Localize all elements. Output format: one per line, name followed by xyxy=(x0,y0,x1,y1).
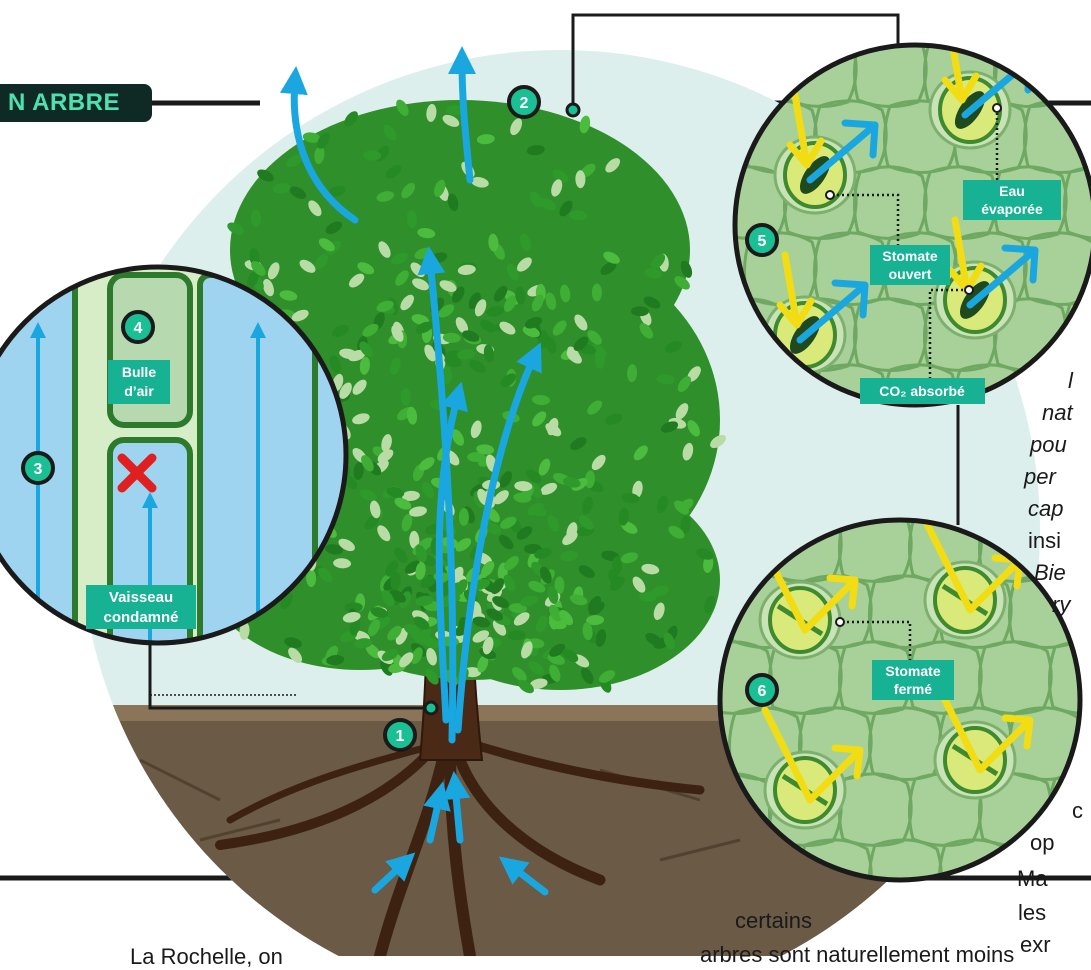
plant-cell xyxy=(1079,576,1091,648)
connector-dot xyxy=(425,702,437,714)
svg-text:6: 6 xyxy=(758,683,767,700)
label-stomate-ferme-line2: fermé xyxy=(894,681,932,697)
label-eau-evaporee: Eau évaporée xyxy=(963,180,1061,220)
marker-3: 3 xyxy=(23,453,53,483)
text-right-9: c xyxy=(1072,798,1083,824)
label-bulle-line2: d’air xyxy=(124,383,154,399)
label-stomate-ouvert-line2: ouvert xyxy=(889,266,932,282)
text-right-3: pou xyxy=(1030,432,1067,458)
label-stomate-ouvert: Stomate ouvert xyxy=(870,245,950,285)
marker-5: 5 xyxy=(747,225,777,255)
svg-text:3: 3 xyxy=(34,461,43,478)
text-bottom-left: La Rochelle, on xyxy=(130,944,283,970)
text-right-7: Bie xyxy=(1034,560,1066,586)
text-right-4: per xyxy=(1024,464,1056,490)
text-bottom-mid-1: certains xyxy=(735,908,812,934)
marker-2: 2 xyxy=(509,87,539,117)
label-stomate-ferme-line1: Stomate xyxy=(885,663,940,679)
text-right-5: cap xyxy=(1028,496,1063,522)
label-vaisseau: Vaisseau condamné xyxy=(86,585,196,629)
label-stomate-ferme: Stomate fermé xyxy=(872,660,954,700)
text-bottom-mid-2: arbres sont naturellement moins xyxy=(700,942,1014,968)
leaf xyxy=(631,306,649,316)
text-right-13: exr xyxy=(1020,932,1051,958)
label-eau-line1: Eau xyxy=(999,183,1025,199)
marker-1: 1 xyxy=(385,720,415,750)
label-bulle: Bulle d’air xyxy=(108,360,170,404)
label-co2: CO₂ absorbé xyxy=(860,378,985,404)
label-bulle-line1: Bulle xyxy=(122,364,156,380)
svg-text:1: 1 xyxy=(396,728,405,745)
text-right-11: Ma xyxy=(1017,866,1048,892)
connector-dot xyxy=(567,104,579,116)
svg-text:2: 2 xyxy=(520,95,529,112)
label-stomate-ouvert-line1: Stomate xyxy=(882,248,937,264)
plant-cell xyxy=(1064,299,1091,371)
text-right-1: l xyxy=(1068,368,1073,394)
text-right-10: op xyxy=(1030,830,1054,856)
svg-text:5: 5 xyxy=(758,233,767,250)
label-co2-text: CO₂ absorbé xyxy=(879,383,965,399)
marker-4: 4 xyxy=(123,312,153,342)
plant-cell xyxy=(1064,35,1091,107)
svg-text:4: 4 xyxy=(134,320,143,337)
text-right-6: insi xyxy=(1028,528,1061,554)
text-right-12: les xyxy=(1018,900,1046,926)
text-right-8: ry xyxy=(1052,592,1070,618)
marker-6: 6 xyxy=(747,675,777,705)
text-right-2: nat xyxy=(1042,400,1073,426)
label-eau-line2: évaporée xyxy=(981,201,1043,217)
label-vaisseau-line2: condamné xyxy=(103,609,178,626)
label-vaisseau-line1: Vaisseau xyxy=(109,589,173,606)
leaf xyxy=(592,284,602,302)
